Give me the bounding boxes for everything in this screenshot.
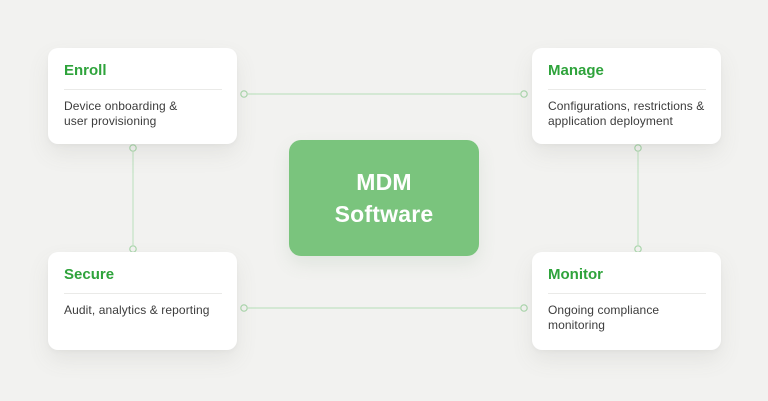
card-manage-divider	[548, 89, 706, 90]
mdm-software-label-line1: MDM	[356, 169, 412, 195]
card-manage: Manage Configurations, restrictions & ap…	[532, 48, 721, 144]
mdm-software-box: MDM Software	[289, 140, 479, 256]
connector-node-icon	[634, 144, 642, 152]
card-manage-title: Manage	[548, 62, 604, 79]
card-secure-title: Secure	[64, 266, 115, 283]
connector-enroll-manage	[240, 90, 528, 98]
card-secure-divider	[64, 293, 222, 294]
card-monitor: Monitor Ongoing compliance monitoring	[532, 252, 721, 350]
card-monitor-description-line2: monitoring	[548, 318, 606, 332]
card-monitor-title: Monitor	[548, 266, 603, 283]
connector-node-icon	[240, 90, 248, 98]
card-manage-description-line2: application deployment	[548, 114, 673, 128]
card-monitor-divider	[548, 293, 706, 294]
connector-secure-monitor	[240, 304, 528, 312]
card-enroll-description-line1: Device onboarding &	[64, 99, 178, 113]
card-enroll-title: Enroll	[64, 62, 107, 79]
connector-manage-monitor	[634, 144, 642, 253]
connector-node-icon	[520, 90, 528, 98]
card-secure: Secure Audit, analytics & reporting	[48, 252, 237, 350]
connector-node-icon	[129, 144, 137, 152]
card-enroll-description-line2: user provisioning	[64, 114, 157, 128]
card-secure-description-line1: Audit, analytics & reporting	[64, 303, 210, 317]
card-enroll: Enroll Device onboarding & user provisio…	[48, 48, 237, 144]
connector-node-icon	[240, 304, 248, 312]
connector-enroll-secure	[129, 144, 137, 253]
connector-node-icon	[520, 304, 528, 312]
card-enroll-divider	[64, 89, 222, 90]
mdm-software-label-line2: Software	[334, 201, 434, 227]
card-monitor-description-line1: Ongoing compliance	[548, 303, 660, 317]
card-manage-description-line1: Configurations, restrictions &	[548, 99, 705, 113]
